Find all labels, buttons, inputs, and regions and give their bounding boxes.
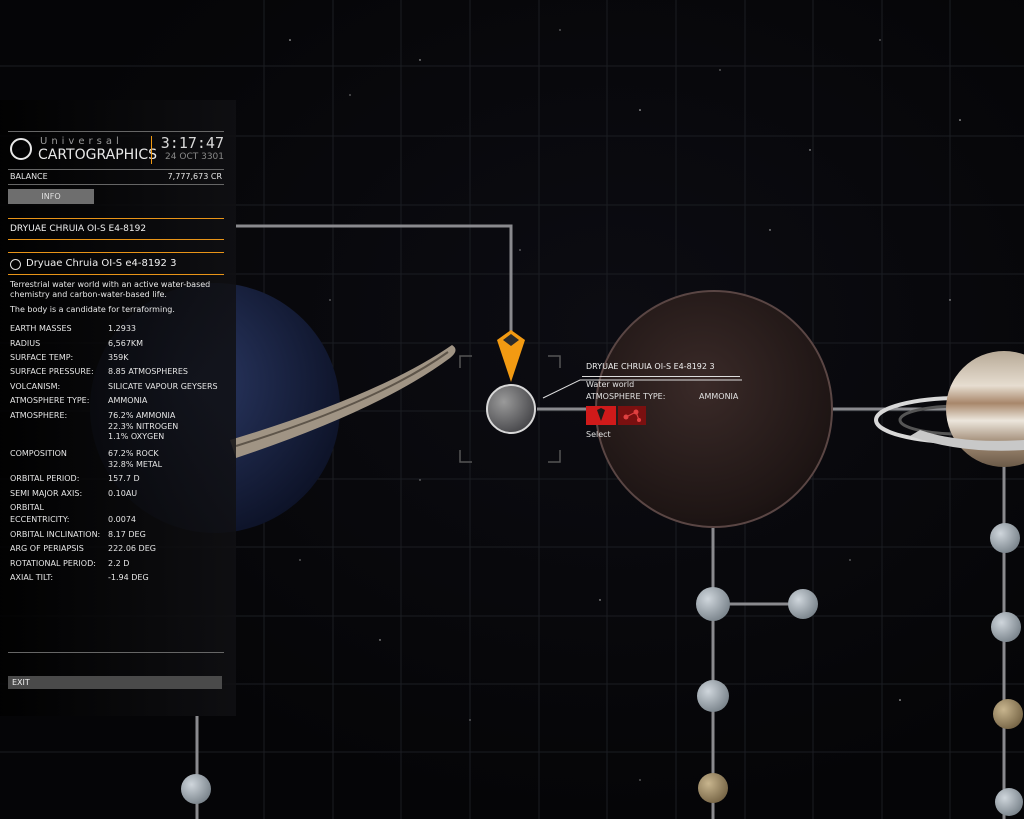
stat-label: SURFACE TEMP: [10, 353, 74, 362]
moon-7[interactable] [993, 699, 1023, 729]
tooltip-pointer [542, 379, 742, 399]
moon-4[interactable] [698, 773, 728, 803]
stat-value: 8.85 ATMOSPHERES [108, 367, 188, 376]
header: Universal CARTOGRAPHICS 3:17:47 24 OCT 3… [8, 134, 224, 168]
moon-6[interactable] [991, 612, 1021, 642]
divider-orange [8, 274, 224, 275]
balance-value: 7,777,673 CR [167, 172, 222, 181]
tooltip-body-type: Water world [586, 380, 635, 389]
stat-label: ORBITAL [10, 503, 44, 512]
stat-value: 0.10AU [108, 489, 138, 498]
stat-label: ATMOSPHERE: [10, 411, 68, 420]
stat-value: 22.3% NITROGEN [108, 422, 179, 431]
stat-value: 1.1% OXYGEN [108, 432, 165, 441]
body-description: Terrestrial water world with an active w… [10, 280, 211, 299]
body-note: The body is a candidate for terraforming… [10, 305, 175, 314]
divider-top [8, 131, 224, 132]
ring-band [235, 351, 449, 447]
jupiter-ring-front [910, 430, 1024, 451]
balance-label: BALANCE [10, 172, 48, 181]
logo-divider [151, 136, 152, 164]
body-name[interactable]: Dryuae Chruia OI-S e4-8192 3 [26, 258, 177, 269]
ringed-gas-giant[interactable] [946, 351, 1024, 467]
logo-big-text: CARTOGRAPHICS [38, 147, 157, 163]
stat-label: VOLCANISM: [10, 382, 61, 391]
select-target-button[interactable] [586, 406, 616, 425]
exit-button[interactable]: EXIT [8, 676, 222, 689]
stat-label: ROTATIONAL PERIOD: [10, 559, 96, 568]
stat-value: 0.0074 [108, 515, 136, 524]
planet-icon [10, 259, 21, 270]
stat-value: 32.8% METAL [108, 460, 163, 469]
cartographics-logo-icon [10, 138, 32, 160]
tooltip-atmosphere-label: ATMOSPHERE TYPE: [586, 392, 666, 401]
stat-label: SURFACE PRESSURE: [10, 367, 94, 376]
stat-label: ATMOSPHERE TYPE: [10, 396, 90, 405]
stat-label: ORBITAL INCLINATION: [10, 530, 101, 539]
moon-9[interactable] [181, 774, 211, 804]
stat-value: 67.2% ROCK [108, 449, 159, 458]
stat-value: 222.06 DEG [108, 544, 156, 553]
stat-value: SILICATE VAPOUR GEYSERS [108, 382, 218, 391]
stat-value: 1.2933 [108, 324, 136, 333]
plot-route-button[interactable] [618, 406, 646, 425]
orbit-links [195, 224, 1006, 819]
stat-label: SEMI MAJOR AXIS: [10, 489, 83, 498]
stat-value: -1.94 DEG [108, 573, 149, 582]
stat-label: AXIAL TILT: [10, 573, 54, 582]
moon-5[interactable] [990, 523, 1020, 553]
target-reticle [459, 355, 561, 463]
stat-value: 8.17 DEG [108, 530, 146, 539]
stat-label: ECCENTRICITY: [10, 515, 70, 524]
selection-marker-icon [497, 330, 525, 382]
stat-label: EARTH MASSES [10, 324, 72, 333]
logo-small-text: Universal [40, 136, 123, 147]
divider [8, 169, 224, 170]
moon-2[interactable] [788, 589, 818, 619]
divider [8, 184, 224, 185]
route-icon [623, 409, 641, 422]
stat-label: COMPOSITION [10, 449, 67, 458]
stat-value: 6,567KM [108, 339, 144, 348]
stat-value: AMMONIA [108, 396, 148, 405]
clock-time: 3:17:47 [160, 134, 224, 152]
tooltip-atmosphere-value: AMMONIA [699, 392, 739, 401]
starfield [289, 29, 961, 781]
stat-value: 157.7 D [108, 474, 140, 483]
target-marker-icon [597, 408, 605, 421]
stat-label: ARG OF PERIAPSIS [10, 544, 84, 553]
info-panel: Universal CARTOGRAPHICS 3:17:47 24 OCT 3… [0, 100, 236, 716]
moon-8[interactable] [995, 788, 1023, 816]
divider [8, 652, 224, 653]
stat-value: 76.2% AMMONIA [108, 411, 176, 420]
clock-date: 24 OCT 3301 [165, 152, 224, 162]
selected-body[interactable] [486, 384, 536, 434]
tab-info[interactable]: INFO [8, 189, 94, 204]
select-label: Select [586, 430, 611, 439]
body-tooltip: DRYUAE CHRUIA OI-S E4-8192 3 Water world… [582, 358, 742, 439]
moon-3[interactable] [697, 680, 729, 712]
stat-value: 2.2 D [108, 559, 130, 568]
stat-value: 359K [108, 353, 129, 362]
divider-orange [8, 218, 224, 219]
divider-orange [8, 252, 224, 253]
tooltip-divider [582, 376, 740, 377]
system-name[interactable]: DRYUAE CHRUIA OI-S E4-8192 [10, 224, 147, 234]
stat-label: ORBITAL PERIOD: [10, 474, 80, 483]
moon-1[interactable] [696, 587, 730, 621]
divider-orange [8, 239, 224, 240]
tooltip-title: DRYUAE CHRUIA OI-S E4-8192 3 [586, 362, 715, 371]
stat-label: RADIUS [10, 339, 41, 348]
